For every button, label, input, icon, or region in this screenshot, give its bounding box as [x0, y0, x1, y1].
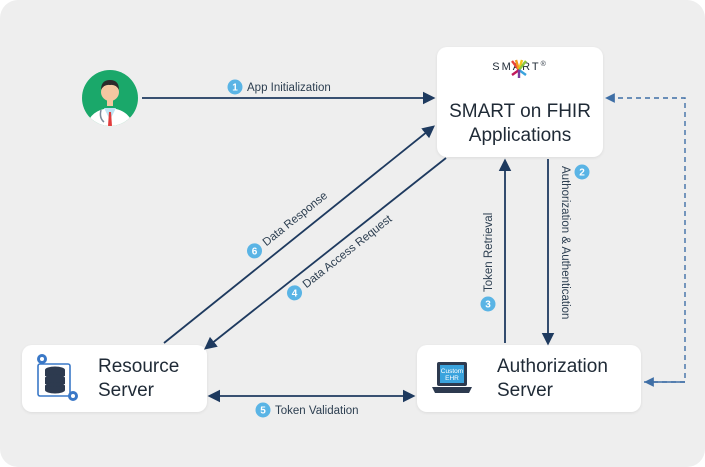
step-6-text: Data Response	[261, 190, 330, 249]
step-5-label: 5 Token Validation	[255, 402, 359, 418]
laptop-screen-line2: EHR	[445, 375, 459, 382]
arrow-dashed-loop	[605, 93, 686, 383]
step-2-text: Authorization & Authentication	[559, 166, 571, 319]
step-3-label: 3 Token Retrieval	[480, 213, 496, 312]
arrow-data-access-request	[204, 157, 447, 350]
step-1-badge	[227, 79, 243, 95]
step-2-label: 2 Authorization & Authentication	[559, 164, 590, 319]
step-4-number: 4	[292, 288, 298, 299]
step-4-badge	[287, 285, 303, 301]
step-4-text: Data Access Request	[301, 213, 395, 291]
step-5-number: 5	[260, 406, 266, 417]
step-3-number: 3	[485, 300, 491, 311]
step-1-label: 1 App Initialization	[227, 79, 331, 95]
auth-server-box: Authorization Server	[417, 345, 641, 412]
step-6-number: 6	[252, 246, 258, 257]
step-3-badge	[480, 296, 496, 312]
arrow-data-response	[163, 125, 435, 344]
doctor-avatar-icon	[82, 70, 138, 126]
step-3-text: Token Retrieval	[483, 213, 495, 292]
step-6-badge	[246, 243, 262, 259]
smart-app-title-line1: SMART on FHIR	[449, 101, 591, 122]
registered-mark: ®	[540, 61, 548, 68]
step-6-label: 6 Data Response	[246, 190, 330, 259]
step-4-label: 4 Data Access Request	[287, 213, 395, 301]
step-1-number: 1	[232, 83, 238, 94]
laptop-icon: Custom EHR	[432, 362, 472, 393]
auth-server-line1: Authorization	[497, 356, 608, 377]
database-icon	[37, 354, 78, 401]
step-5-badge	[255, 402, 271, 418]
smart-app-title-line2: Applications	[468, 125, 572, 146]
laptop-screen-line1: Custom	[441, 368, 463, 375]
step-1-text: App Initialization	[247, 82, 331, 94]
smart-star-icon	[511, 59, 527, 78]
step-5-text: Token Validation	[275, 405, 359, 417]
resource-server-line1: Resource	[98, 356, 180, 377]
resource-server-line2: Server	[98, 380, 154, 401]
step-2-number: 2	[579, 168, 585, 179]
auth-server-line2: Server	[497, 380, 553, 401]
step-2-badge	[574, 164, 590, 180]
